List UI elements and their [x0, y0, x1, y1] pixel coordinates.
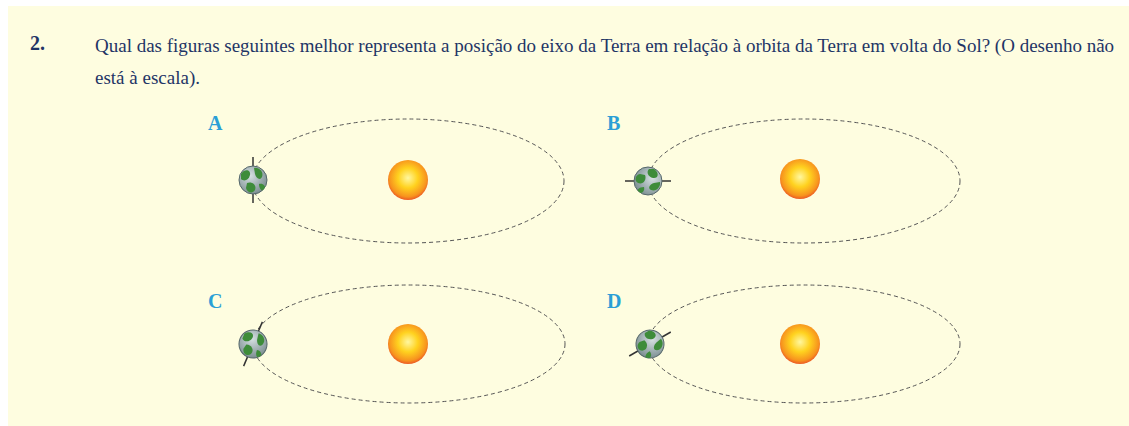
background-panel	[8, 6, 1129, 426]
question-text: Qual das figuras seguintes melhor repres…	[95, 30, 1119, 94]
option-letter: D	[607, 288, 637, 314]
orbit-figure-a	[239, 119, 564, 243]
option-letter: A	[208, 110, 238, 136]
option-letter: B	[607, 110, 637, 136]
orbit-figure-b	[625, 119, 960, 243]
question-number: 2.	[30, 30, 80, 56]
orbit-figure-c	[231, 285, 565, 403]
orbit-figure-d	[622, 285, 960, 403]
option-letter: C	[208, 288, 238, 314]
